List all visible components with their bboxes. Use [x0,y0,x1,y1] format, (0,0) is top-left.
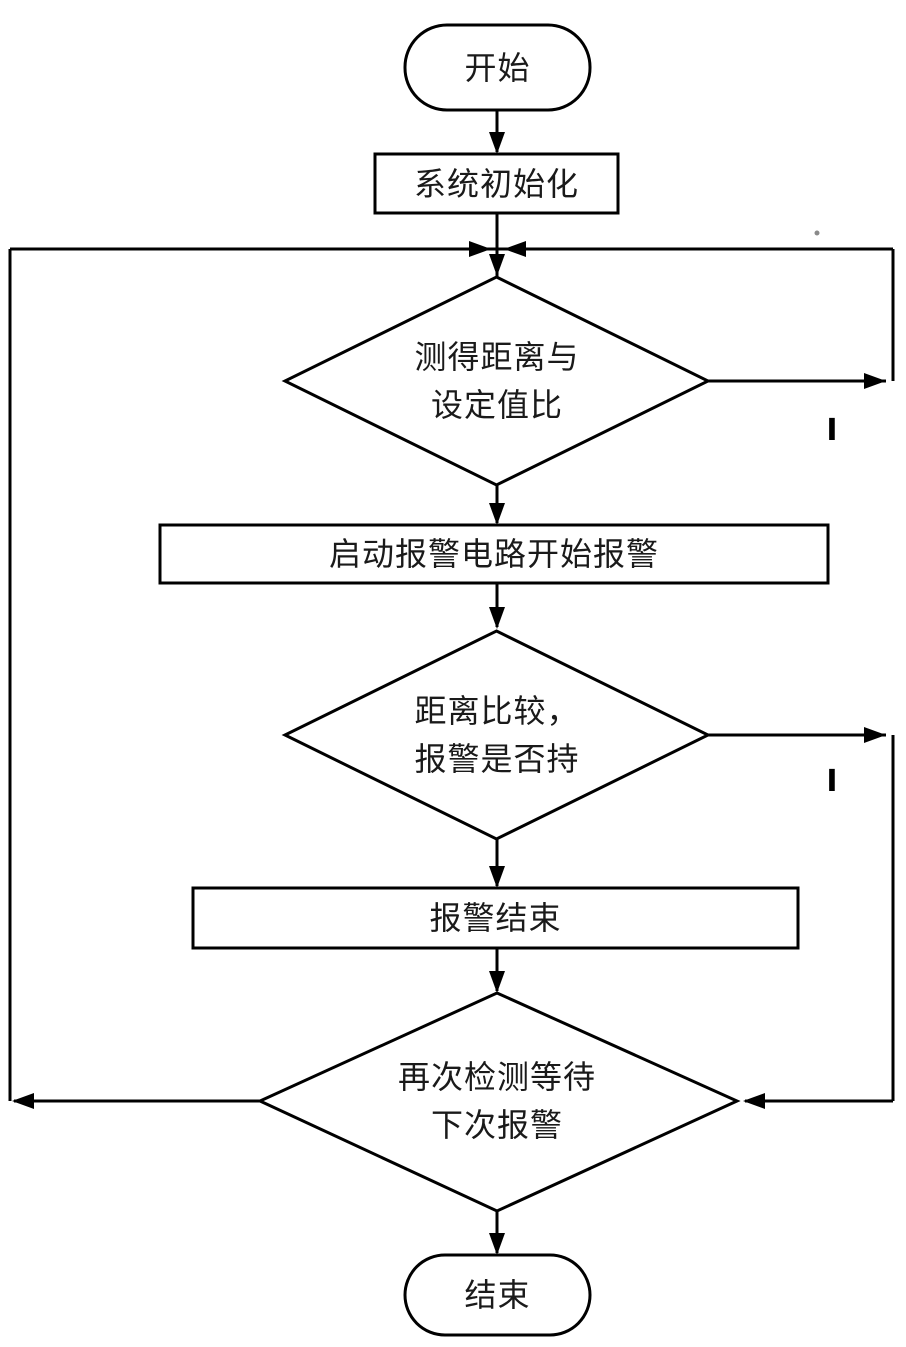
alarm-end-text: 报警结束 [429,899,562,937]
alarm-text: 启动报警电路开始报警 [328,535,659,573]
arrowhead-junction-from-left [469,241,491,257]
node-decision2-shape [281,629,712,841]
node-decision3-shape [256,991,741,1213]
decision3-line2: 下次报警 [430,1106,563,1144]
start-text: 开始 [464,48,531,87]
node-decision1-shape [281,275,712,487]
node-alarm-end-label: 报警结束 [193,888,798,948]
decision2-branch-label: I [810,756,854,806]
node-start-label: 开始 [405,25,590,110]
arrowhead-into-end [489,1233,505,1255]
arrowhead-into-decision1 [489,254,505,276]
node-end-label: 结束 [405,1255,590,1335]
decision1-line1: 测得距离与 [414,338,580,376]
end-text: 结束 [464,1276,531,1314]
decision1-branch-label: I [810,405,854,455]
decision2-line2: 报警是否持 [414,740,580,778]
arrowhead-into-decision3-right [743,1093,765,1109]
node-init-shape [373,152,620,215]
arrowhead-into-alarm-end [489,866,505,888]
node-alarm-end-shape [191,886,800,950]
node-decision3-label: 再次检测等待 下次报警 [310,997,684,1205]
arrowhead-into-decision2 [489,607,505,629]
node-start-shape [403,23,592,112]
arrowhead-junction-from-right [504,241,526,257]
node-end-shape [403,1253,592,1337]
init-text: 系统初始化 [413,164,579,203]
arrowhead-decision3-left [12,1093,34,1109]
decision2-line1: 距离比较， [414,692,580,730]
arrowhead-into-alarm [489,503,505,525]
node-decision2-label: 距离比较， 报警是否持 [330,633,664,837]
arrowhead-into-init [489,132,505,154]
node-alarm-shape [158,523,830,585]
decision1-line2: 设定值比 [430,386,563,424]
decision1-branch-text: I [826,412,838,448]
arrowhead-decision1-right [864,373,886,389]
decision2-branch-text: I [826,763,838,799]
node-decision1-label: 测得距离与 设定值比 [330,279,664,483]
arrowhead-into-decision3 [489,971,505,993]
stray-mark [814,230,820,236]
decision3-line1: 再次检测等待 [397,1058,596,1096]
node-alarm-label: 启动报警电路开始报警 [160,525,828,583]
arrowhead-decision2-right [864,727,886,743]
node-init-label: 系统初始化 [375,154,618,213]
